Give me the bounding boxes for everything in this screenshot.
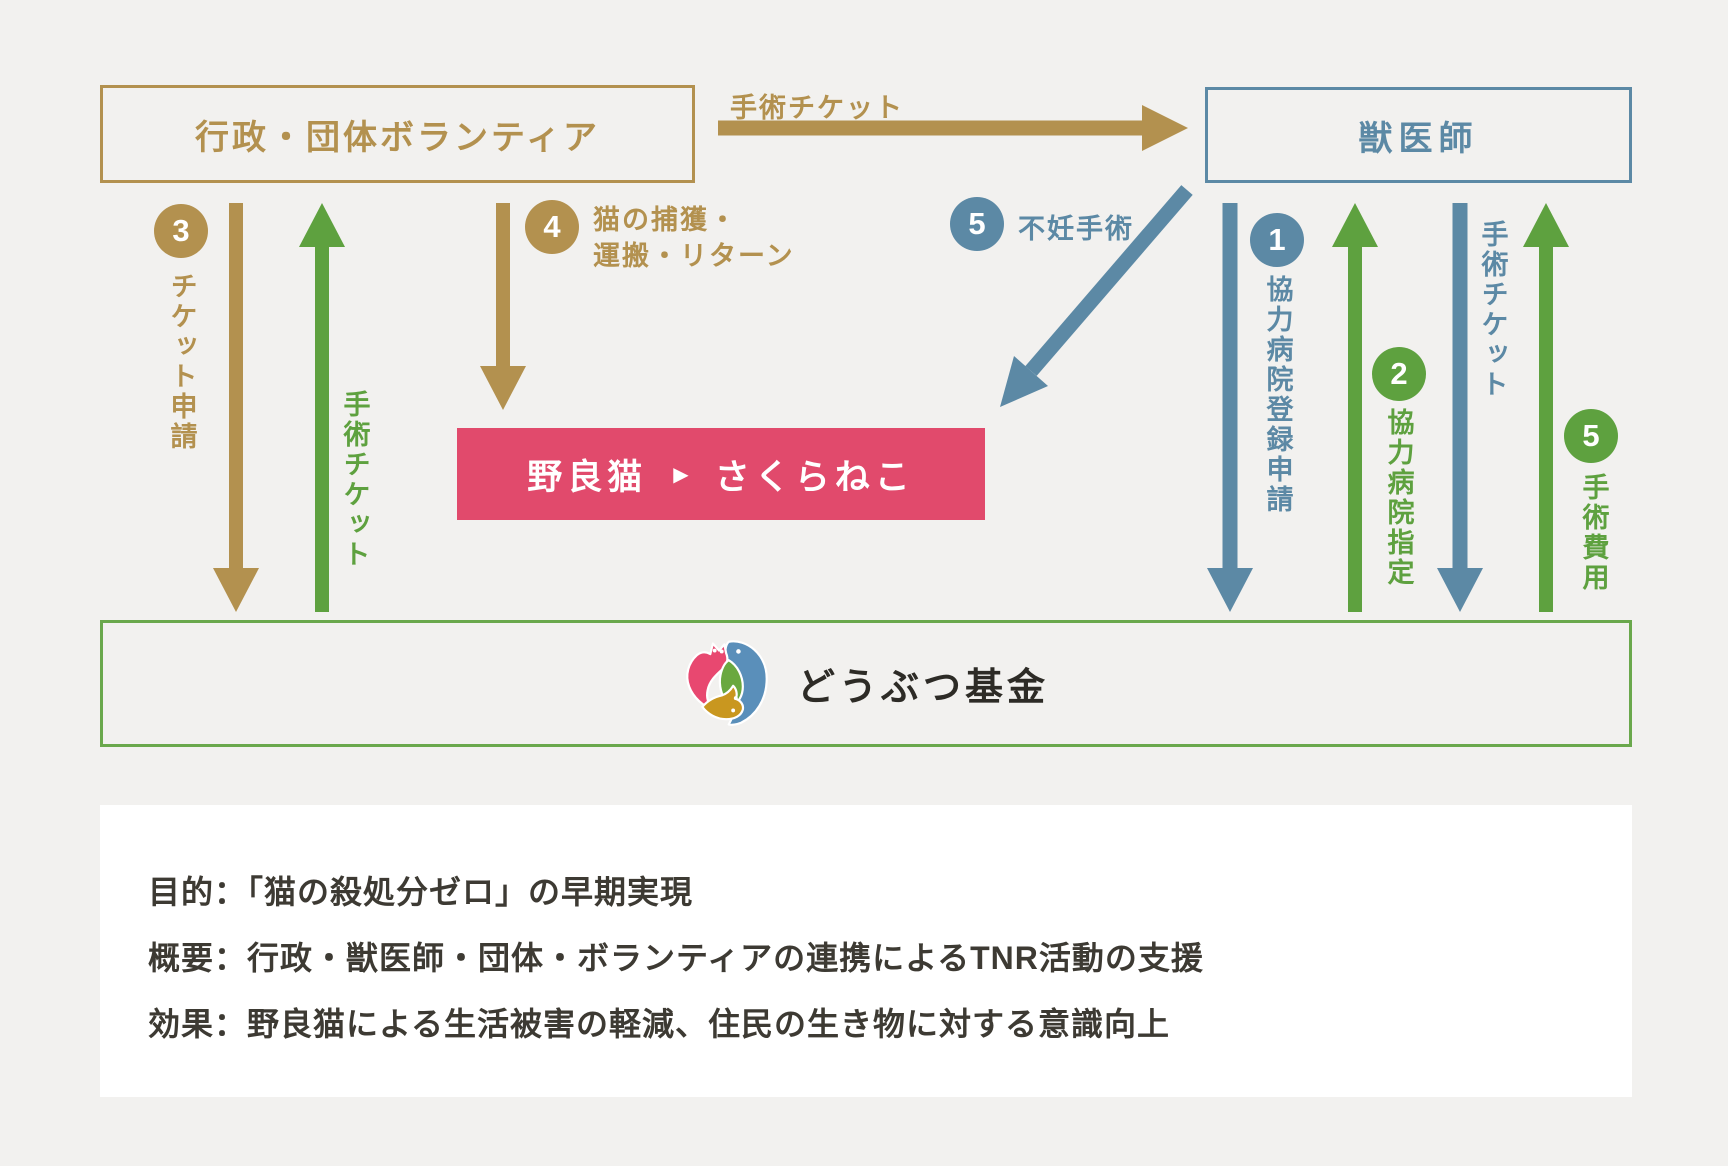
step-2-badge: 2: [1372, 347, 1426, 401]
arrow-right-icon: ▶: [673, 463, 689, 486]
step-5-fee-badge: 5: [1564, 409, 1618, 463]
summary-overview: 概要：行政・獣医師・団体・ボランティアの連携によるTNR活動の支援: [148, 940, 1204, 976]
vet-box: 獣医師: [1205, 87, 1632, 183]
stray-cat-box: 野良猫 ▶ さくらねこ: [457, 428, 985, 520]
hospital-registration-label: 協力病院登録申請: [1262, 275, 1293, 515]
arrow-registration-down: [1207, 203, 1253, 612]
hospital-designation-label: 協力病院指定: [1383, 408, 1414, 588]
surgery-fee-label: 手術費用: [1578, 473, 1609, 593]
animal-fund-logo: [686, 639, 768, 726]
arrow-ticket-application-down: [213, 203, 259, 612]
volunteer-box: 行政・団体ボランティア: [100, 85, 695, 183]
sterilization-label: 不妊手術: [1018, 214, 1134, 244]
arrow-designation-up: [1332, 203, 1378, 612]
summary-purpose: 目的：「猫の殺処分ゼロ」の早期実現: [148, 874, 694, 910]
step-5-surgery-badge: 5: [950, 197, 1004, 251]
stray-cat-label: 野良猫: [527, 457, 648, 497]
sakura-cat-label: さくらねこ: [714, 457, 915, 497]
step-1-badge: 1: [1250, 213, 1304, 267]
capture-transport-return-label: 猫の捕獲・ 運搬・リターン: [593, 202, 795, 274]
volunteer-label: 行政・団体ボランティア: [195, 118, 600, 157]
ticket-down-to-fund-label: 手術チケット: [1477, 220, 1508, 400]
step-3-badge: 3: [154, 204, 208, 258]
ticket-up-to-volunteer-label: 手術チケット: [339, 390, 370, 570]
capture-line-1: 猫の捕獲・: [593, 205, 738, 235]
arrow-fee-up: [1523, 203, 1569, 612]
animal-fund-label: どうぶつ基金: [796, 667, 1049, 709]
ticket-to-vet-label: 手術チケット: [730, 93, 904, 123]
step-4-badge: 4: [525, 200, 579, 254]
ticket-application-label: チケット申請: [166, 272, 197, 452]
capture-line-2: 運搬・リターン: [593, 241, 795, 271]
summary-effect: 効果：野良猫による生活被害の軽減、住民の生き物に対する意識向上: [148, 1006, 1171, 1042]
summary-panel: 目的：「猫の殺処分ゼロ」の早期実現 概要：行政・獣医師・団体・ボランティアの連携…: [100, 805, 1632, 1097]
arrow-capture-down: [480, 203, 526, 410]
vet-label: 獣医師: [1358, 119, 1479, 158]
animal-fund-box: どうぶつ基金: [100, 620, 1632, 747]
